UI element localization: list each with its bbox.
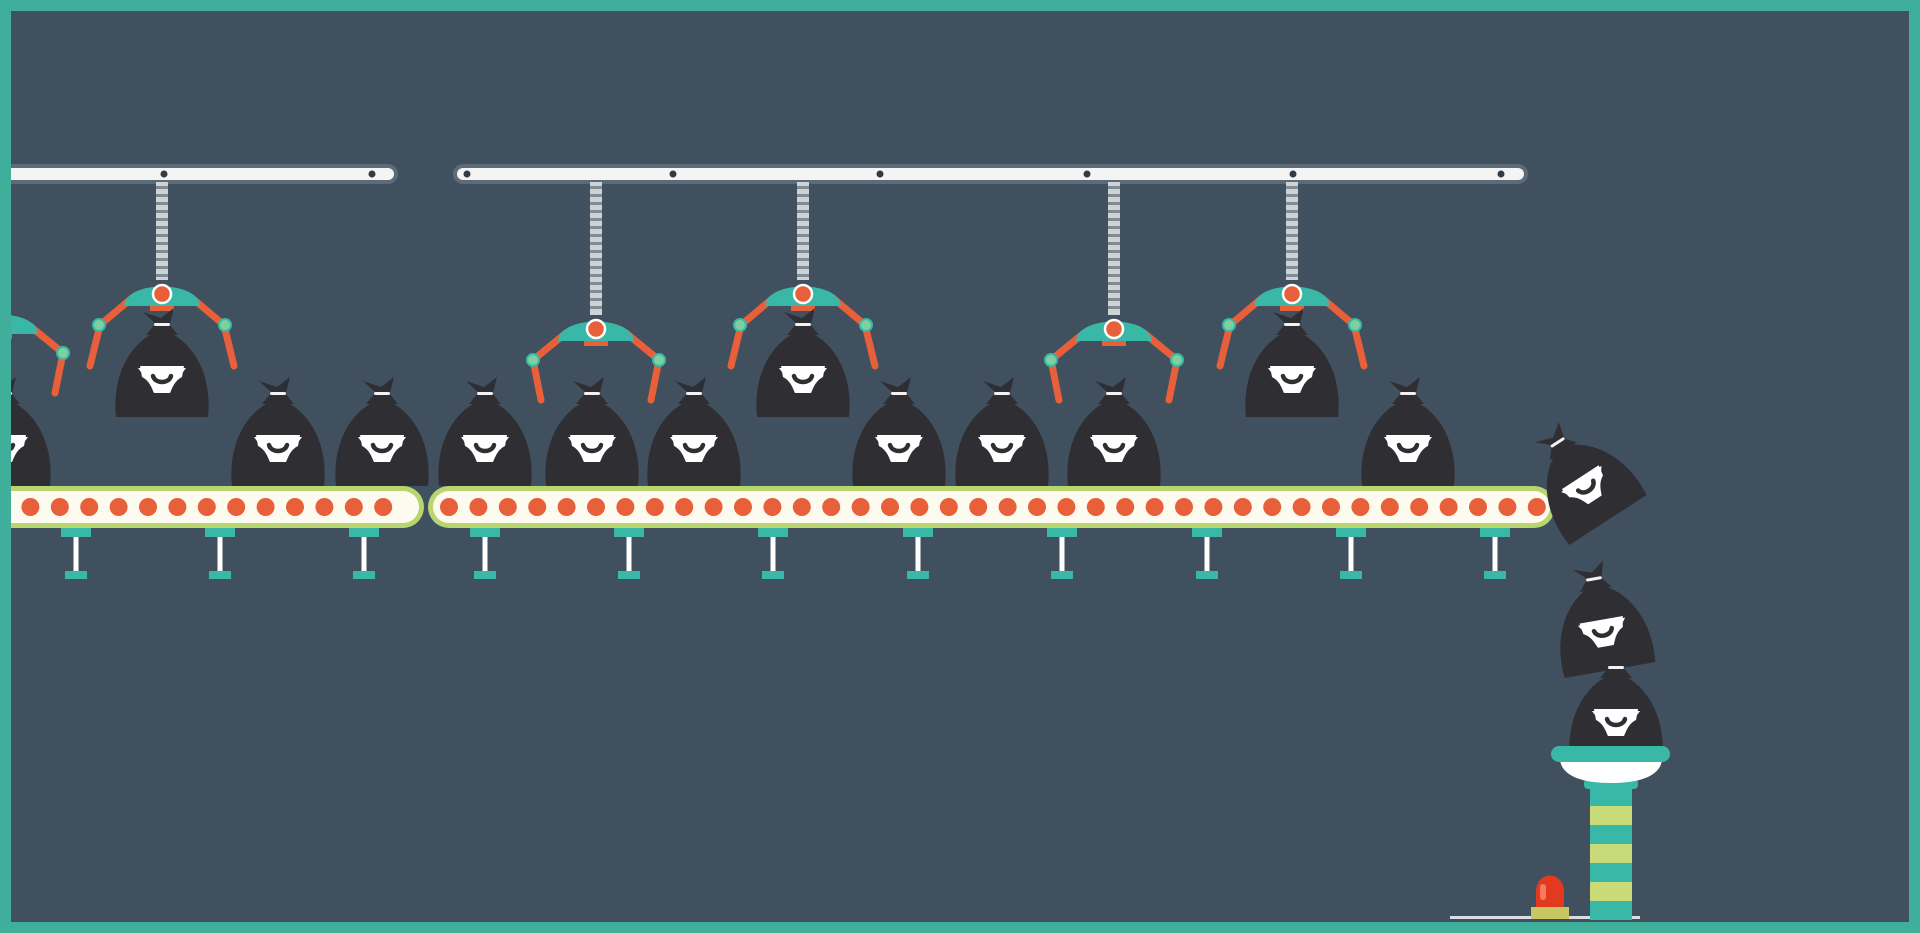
collector-tower	[1450, 651, 1670, 920]
belt-support-leg	[1192, 527, 1222, 579]
garbage-bag-on-belt	[852, 377, 946, 486]
diaper-icon	[1268, 366, 1316, 393]
robot-claw-icon	[1044, 182, 1184, 404]
diaper-icon	[1090, 435, 1138, 462]
falling-garbage-bag	[1534, 422, 1647, 546]
falling-garbage-bag	[1560, 560, 1656, 678]
belt-support-leg	[1336, 527, 1366, 579]
diaper-icon	[1561, 465, 1603, 505]
diaper-icon	[358, 435, 406, 462]
belt-support-leg	[205, 527, 235, 579]
robot-claw-icon	[1216, 182, 1368, 417]
garbage-bag-on-belt	[1067, 377, 1161, 486]
garbage-bag-on-belt	[955, 377, 1049, 486]
held-garbage-bag	[115, 308, 209, 417]
robot-claw-icon	[526, 182, 666, 404]
diaper-icon	[1384, 435, 1432, 462]
diaper-icon	[978, 435, 1026, 462]
diaper-icon	[254, 435, 302, 462]
belt-support-leg	[470, 527, 500, 579]
belt-support-leg	[61, 527, 91, 579]
conveyor-belt-left	[11, 486, 424, 528]
diaper-icon	[1577, 615, 1626, 648]
factory-scene-svg	[11, 164, 1670, 920]
diaper-icon	[779, 366, 827, 393]
garbage-bag-on-belt	[545, 377, 639, 486]
diaper-icon	[11, 435, 28, 462]
belt-support-leg	[614, 527, 644, 579]
belt-support-leg	[1480, 527, 1510, 579]
robot-claw-icon	[11, 315, 70, 397]
belt-support-leg	[758, 527, 788, 579]
overhead-rail-left	[11, 164, 398, 184]
conveyor-belt-right	[428, 486, 1555, 528]
diaper-icon	[138, 366, 186, 393]
garbage-bag-on-belt	[1361, 377, 1455, 486]
diaper-icon	[461, 435, 509, 462]
belt-support-leg	[1047, 527, 1077, 579]
held-garbage-bag	[1245, 308, 1339, 417]
overhead-rail-right	[453, 164, 1528, 184]
garbage-bag-on-belt	[438, 377, 532, 486]
diaper-icon	[670, 435, 718, 462]
robot-claw-icon	[727, 182, 879, 417]
diaper-icon	[568, 435, 616, 462]
garbage-bag-on-belt	[11, 377, 51, 486]
belt-support-leg	[903, 527, 933, 579]
garbage-bag-on-belt	[231, 377, 325, 486]
diaper-icon	[875, 435, 923, 462]
robot-claw-icon	[86, 182, 238, 417]
garbage-bag-in-tower	[1569, 651, 1663, 760]
held-garbage-bag	[756, 308, 850, 417]
garbage-bag-on-belt	[647, 377, 741, 486]
belt-support-leg	[349, 527, 379, 579]
diaper-icon	[1592, 709, 1640, 736]
garbage-bag-on-belt	[335, 377, 429, 486]
alarm-beacon-icon	[1531, 875, 1569, 919]
